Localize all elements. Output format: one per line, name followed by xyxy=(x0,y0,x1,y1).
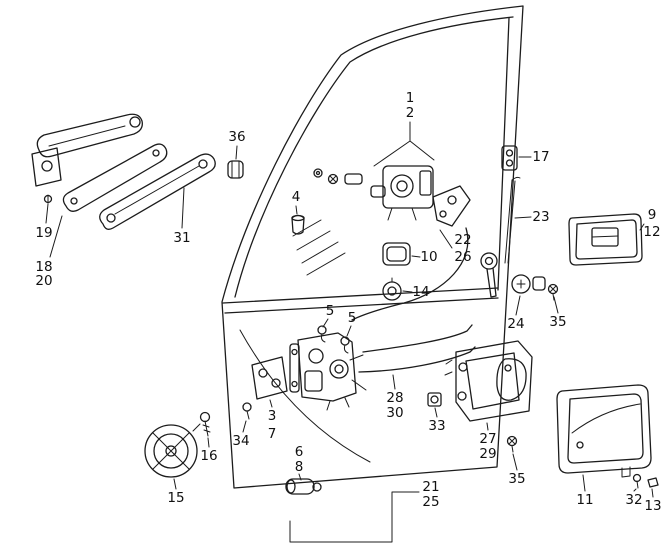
callout-4: 4 xyxy=(292,189,301,205)
leader-line-4 xyxy=(295,205,298,215)
leader-line-5 xyxy=(322,318,329,328)
inner-door-handle xyxy=(444,340,533,422)
callout-12: 12 xyxy=(643,224,660,240)
callout-23: 23 xyxy=(532,209,549,225)
leader-line-11 xyxy=(582,474,586,492)
handle-case-11 xyxy=(556,384,652,478)
screw-35-lower xyxy=(506,435,518,453)
leader-line-9 xyxy=(639,223,645,231)
leader-line-31 xyxy=(181,187,185,229)
screw-32 xyxy=(632,473,642,489)
grommet-4 xyxy=(291,214,305,235)
clip-17 xyxy=(501,145,518,171)
callout-6: 6 xyxy=(295,444,304,460)
nut-33 xyxy=(427,392,442,407)
leader-line-3 xyxy=(269,399,273,408)
callout-7: 7 xyxy=(268,426,277,442)
rod-clips xyxy=(317,325,350,354)
connecting-rod-26 xyxy=(351,227,469,321)
callout-25: 25 xyxy=(422,494,439,510)
callout-33: 33 xyxy=(428,418,445,434)
callout-3: 3 xyxy=(268,408,277,424)
leader-line-19 xyxy=(45,203,49,224)
exterior-door-handle xyxy=(31,113,143,187)
handle-stud xyxy=(43,194,53,204)
lock-rod-23 xyxy=(504,176,521,264)
callout-10: 10 xyxy=(420,249,437,265)
callout-19: 19 xyxy=(35,225,52,241)
bell-crank-lever xyxy=(432,185,471,227)
control-rods xyxy=(358,324,476,373)
callout-11: 11 xyxy=(576,492,593,508)
handle-protector xyxy=(99,153,216,230)
callout-30: 30 xyxy=(386,405,403,421)
leader-line-27 xyxy=(486,422,489,431)
callout-13: 13 xyxy=(644,498,661,514)
screw-34 xyxy=(242,402,252,420)
grommet-14 xyxy=(382,277,402,301)
handle-gasket xyxy=(62,143,168,212)
callout-36: 36 xyxy=(228,129,245,145)
leader-line-10 xyxy=(411,255,421,258)
leader-line-16 xyxy=(207,437,210,448)
leader-line-24 xyxy=(515,295,521,316)
leader-line-13 xyxy=(651,488,654,498)
callout-29: 29 xyxy=(479,446,496,462)
clip-13 xyxy=(647,477,659,488)
leader-line-33 xyxy=(434,407,438,418)
round-plate-15 xyxy=(144,423,201,478)
leader-line-23 xyxy=(514,216,532,219)
callout-26: 26 xyxy=(454,249,471,265)
leader-line-36 xyxy=(235,145,238,160)
leader-line-8 xyxy=(298,473,302,481)
callout-32: 32 xyxy=(625,492,642,508)
door-key xyxy=(480,252,498,298)
screw-35-upper xyxy=(547,283,559,301)
callout-18: 18 xyxy=(35,259,52,275)
callout-1: 1 xyxy=(406,90,415,106)
callout-5: 5 xyxy=(326,303,335,319)
leader-line-5 xyxy=(346,325,352,337)
callout-35: 35 xyxy=(508,471,525,487)
group-brackets xyxy=(289,121,435,543)
leader-line-35 xyxy=(512,453,518,471)
callout-34: 34 xyxy=(232,433,249,449)
callout-35: 35 xyxy=(549,314,566,330)
leader-line-32 xyxy=(633,488,637,492)
leader-line-35 xyxy=(553,296,559,314)
grommet-36 xyxy=(227,160,244,179)
callout-20: 20 xyxy=(35,273,52,289)
door-latch-assembly xyxy=(289,332,367,411)
callout-21: 21 xyxy=(422,479,439,495)
callout-5: 5 xyxy=(348,310,357,326)
callout-2: 2 xyxy=(406,105,415,121)
leader-line-15 xyxy=(173,478,177,490)
callout-8: 8 xyxy=(295,459,304,475)
callout-15: 15 xyxy=(167,490,184,506)
callout-9: 9 xyxy=(648,207,657,223)
key-cylinder xyxy=(511,274,546,294)
callout-16: 16 xyxy=(200,448,217,464)
door-lock-actuator xyxy=(370,165,434,221)
escutcheon-9-12 xyxy=(568,213,643,266)
callout-27: 27 xyxy=(479,431,496,447)
screw-16 xyxy=(199,411,211,437)
leader-line-14 xyxy=(402,290,413,293)
leader-line-28 xyxy=(392,374,396,390)
cylinder-6-8 xyxy=(285,478,322,495)
leader-line-18 xyxy=(49,215,63,258)
plug-10 xyxy=(382,242,411,266)
callout-28: 28 xyxy=(386,390,403,406)
callout-22: 22 xyxy=(454,232,471,248)
leader-line-22 xyxy=(439,229,453,249)
latch-bracket xyxy=(251,356,288,400)
callout-24: 24 xyxy=(507,316,524,332)
actuator-fasteners xyxy=(313,168,363,185)
leader-line-34 xyxy=(242,420,247,433)
callout-31: 31 xyxy=(173,230,190,246)
callout-17: 17 xyxy=(532,149,549,165)
callout-14: 14 xyxy=(412,284,429,300)
